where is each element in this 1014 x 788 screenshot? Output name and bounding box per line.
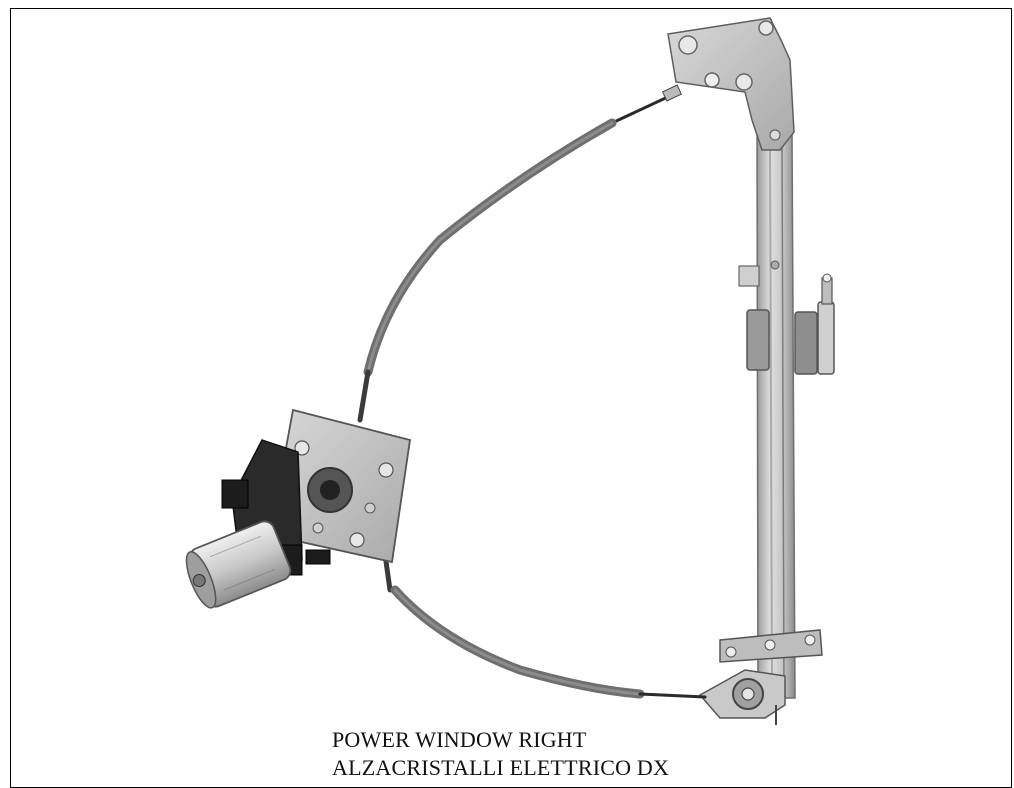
product-caption: POWER WINDOW RIGHT ALZACRISTALLI ELETTRI…: [332, 726, 669, 782]
motor-plate: [264, 408, 412, 564]
guide-rail: [756, 129, 796, 699]
glass-carrier: [746, 273, 835, 375]
motor-body: [185, 439, 331, 609]
mid-clip: [738, 260, 780, 287]
caption-italian: ALZACRISTALLI ELETTRICO DX: [332, 755, 670, 780]
lower-cable: [380, 537, 707, 699]
lower-bracket: [719, 629, 823, 663]
bottom-pulley: [698, 669, 786, 725]
caption-english: POWER WINDOW RIGHT: [332, 727, 587, 752]
product-frame: [10, 8, 1012, 788]
top-bracket: [667, 17, 795, 151]
upper-cable: [357, 84, 683, 423]
